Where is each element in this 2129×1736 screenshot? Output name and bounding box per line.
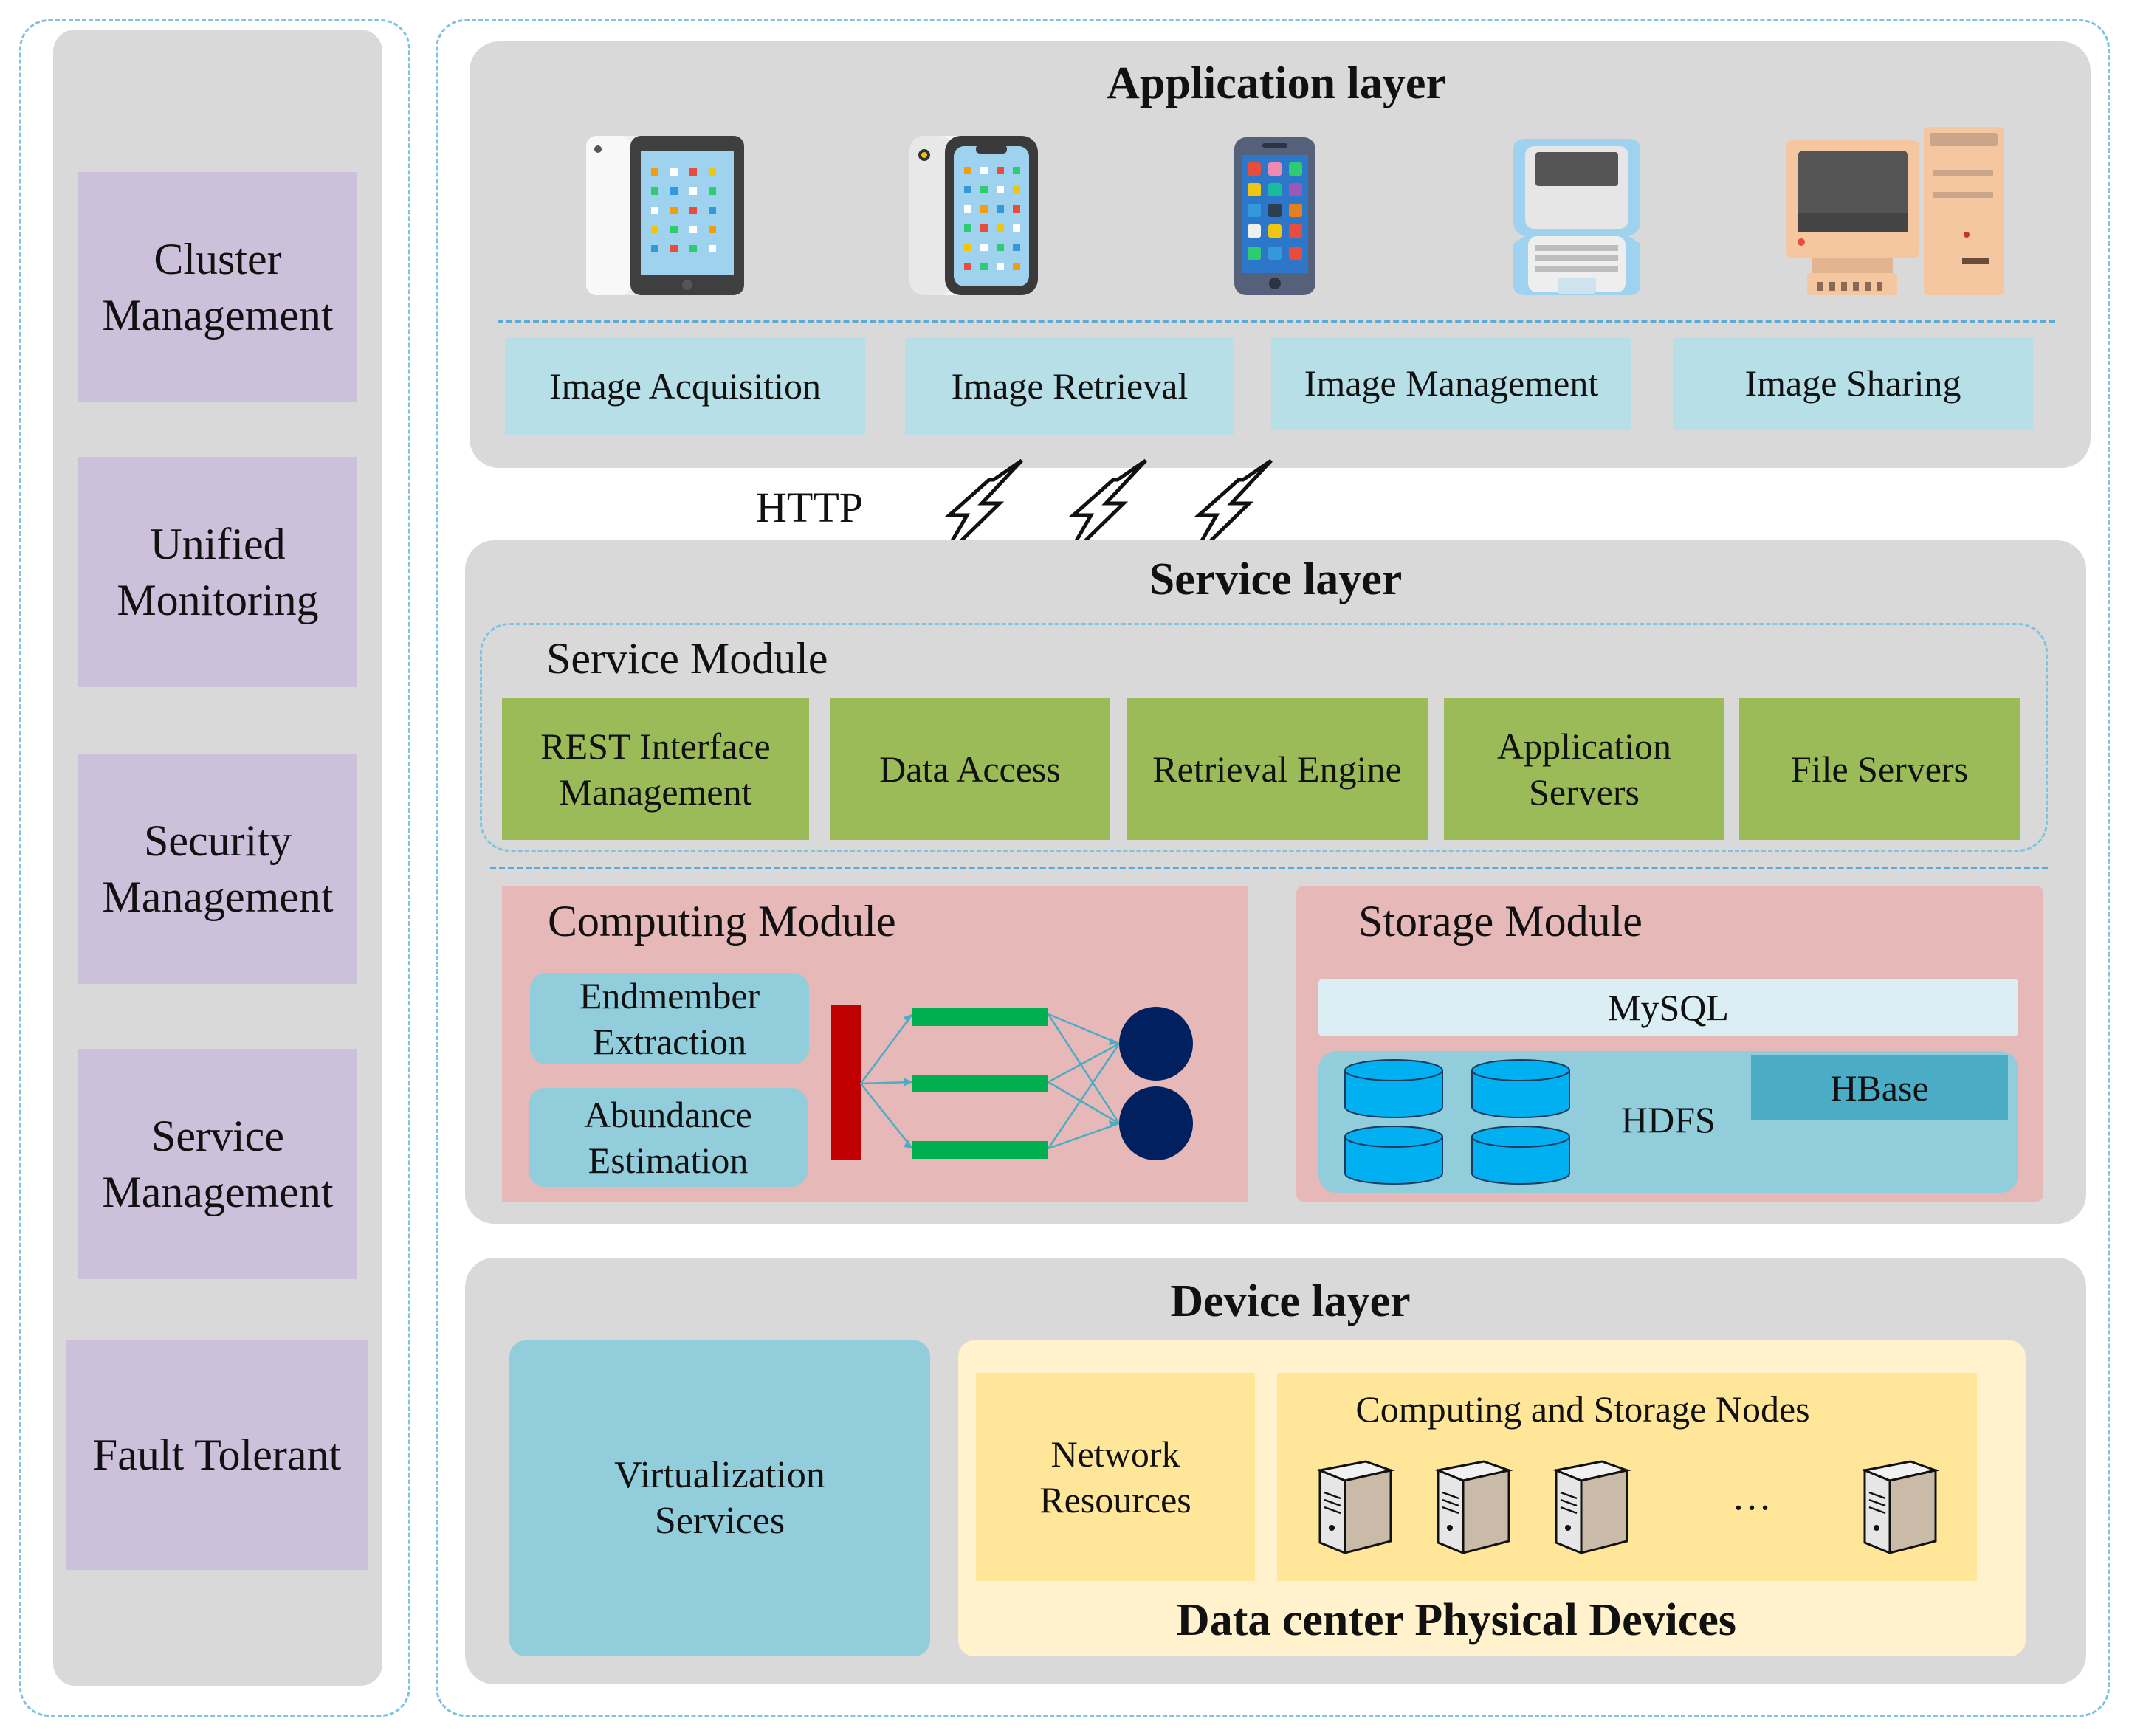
data-access-label: Data Access [879,748,1061,790]
security-management-label: Security Management [102,816,334,921]
hdfs-label: HDFS [1621,1099,1716,1140]
tablet-icon [586,136,744,295]
endmember-extraction-box: Endmember Extraction [530,973,809,1064]
input-bar [831,1005,861,1160]
lightning-bolt-icon [938,458,1023,562]
file-servers-label: File Servers [1790,748,1969,790]
database-icon [1344,1059,1443,1118]
virtualization-services-label: Virtualization Services [614,1454,825,1542]
mysql-box: MySQL [1318,979,2018,1036]
application-servers-label: Application Servers [1496,726,1672,813]
desktop-computer-icon [1786,127,2004,295]
hbase-box: HBase [1751,1055,2008,1120]
retrieval-engine-label: Retrieval Engine [1152,748,1402,790]
fault-tolerant-label: Fault Tolerant [92,1430,342,1479]
service-divider [490,867,2048,869]
cluster-management-box: Cluster Management [78,172,357,402]
database-icon [1471,1059,1570,1118]
image-acquisition-box: Image Acquisition [505,337,865,435]
fault-tolerant-box: Fault Tolerant [66,1340,368,1570]
laptop-icon [1513,139,1640,295]
service-module-title: Service Module [546,634,828,683]
file-servers-box: File Servers [1739,698,2020,840]
unified-monitoring-box: Unified Monitoring [78,457,357,687]
image-management-label: Image Management [1304,362,1599,404]
http-label: HTTP [756,483,863,531]
mysql-label: MySQL [1608,987,1729,1028]
hbase-label: HBase [1830,1067,1929,1109]
application-layer-title: Application layer [1107,58,1446,108]
network-resources-box: Network Resources [976,1373,1255,1581]
database-icon [1471,1126,1570,1185]
datacenter-physical-devices-label: Data center Physical Devices [1176,1595,1737,1645]
retrieval-engine-box: Retrieval Engine [1127,698,1428,840]
service-module-frame [480,623,2048,852]
cluster-management-label: Cluster Management [102,235,334,340]
server-icon [1860,1460,1940,1555]
image-management-box: Image Management [1271,337,1631,430]
application-divider [498,320,2055,323]
security-management-box: Security Management [78,754,357,984]
server-icon [1552,1460,1631,1555]
virtualization-services-box: Virtualization Services [509,1340,930,1656]
output-node [1119,1086,1193,1160]
service-management-label: Service Management [102,1112,334,1216]
output-node [1119,1007,1193,1081]
neural-network-diagram [831,1005,1193,1160]
left-frame [19,19,410,1717]
hidden-bar [912,1075,1048,1092]
computing-storage-nodes-label: Computing and Storage Nodes [1355,1388,1810,1430]
lightning-bolt-icon [1188,458,1273,562]
ellipsis-label: … [1732,1474,1772,1518]
image-acquisition-label: Image Acquisition [549,365,821,407]
smartphone-icon [1234,137,1315,295]
hidden-bar [912,1141,1048,1159]
image-retrieval-label: Image Retrieval [951,365,1189,407]
image-sharing-label: Image Sharing [1744,362,1961,404]
rest-interface-management-label: REST Interface Management [540,726,771,813]
service-management-box: Service Management [78,1049,357,1279]
service-layer-title: Service layer [1149,554,1403,604]
server-icon [1315,1460,1395,1555]
lightning-bolt-icon [1062,458,1147,562]
endmember-extraction-label: Endmember Extraction [579,975,760,1062]
rest-interface-management-box: REST Interface Management [502,698,809,840]
smartphone-x-icon [909,136,1038,295]
image-sharing-box: Image Sharing [1673,337,2033,430]
device-layer-title: Device layer [1170,1276,1411,1326]
abundance-estimation-label: Abundance Estimation [584,1094,752,1181]
application-servers-box: Application Servers [1444,698,1724,840]
data-access-box: Data Access [830,698,1110,840]
abundance-estimation-box: Abundance Estimation [529,1088,808,1187]
storage-module-title: Storage Module [1358,897,1643,946]
unified-monitoring-label: Unified Monitoring [117,520,319,624]
database-icon [1344,1126,1443,1185]
server-icon [1434,1460,1513,1555]
architecture-frame [436,19,2110,1717]
image-retrieval-box: Image Retrieval [905,337,1234,435]
computing-module-title: Computing Module [548,897,896,946]
hidden-bar [912,1008,1048,1026]
network-resources-label: Network Resources [1039,1433,1191,1520]
